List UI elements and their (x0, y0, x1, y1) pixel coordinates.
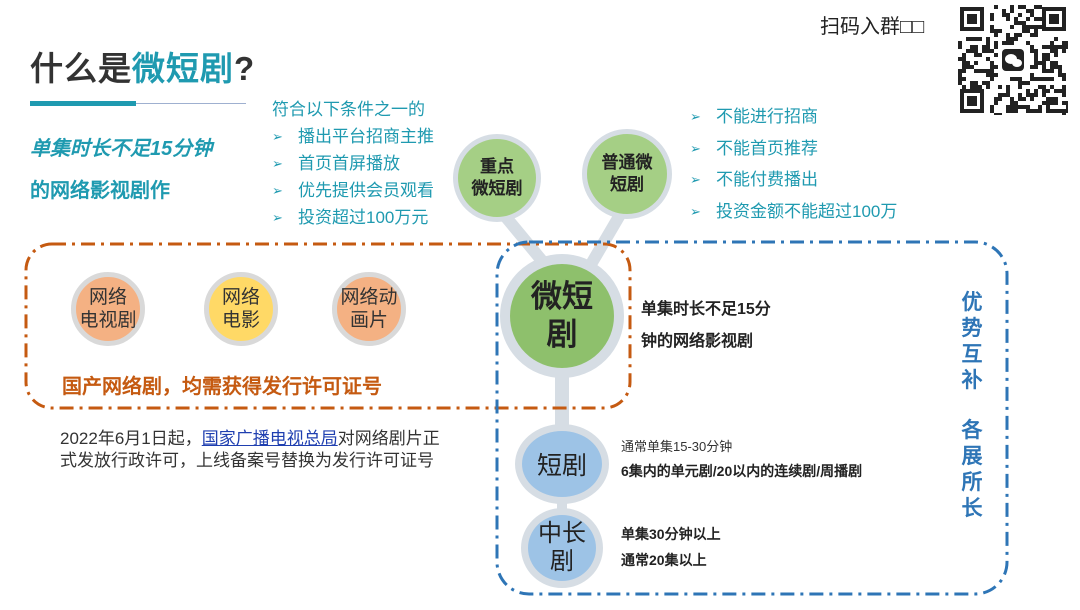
list-item-text: 投资超过100万元 (298, 208, 429, 227)
main-description-line: 单集时长不足15分 (641, 301, 771, 318)
bubble-normal-microdrama: 普通微短剧 (582, 129, 672, 219)
list-item-text: 首页首屏播放 (298, 154, 400, 173)
dashed-box-network (24, 242, 632, 410)
list-item: ➢ 优先提供会员观看 (272, 177, 434, 204)
title-prefix: 什么是 (30, 50, 132, 87)
main-description: 单集时长不足15分 钟的网络影视剧 (641, 294, 771, 358)
mid-description-line: 单集30分钟以上 (621, 526, 721, 542)
title-underline-thin (136, 103, 246, 104)
bubble-mid-long-drama: 中长剧 (521, 508, 603, 588)
list-item: ➢ 不能付费播出 (690, 164, 897, 196)
list-item: ➢ 播出平台招商主推 (272, 123, 434, 150)
title-underline-thick (30, 101, 136, 106)
bubble-short-drama: 短剧 (515, 424, 609, 504)
arrow-right-icon: ➢ (690, 109, 701, 124)
circle-network-animation: 网络动画片 (332, 272, 406, 346)
policy-note: 2022年6月1日起，国家广播电视总局对网络剧片正 式发放行政许可，上线备案号替… (60, 429, 440, 470)
circle-network-movie: 网络电影 (204, 272, 278, 346)
bubble-label: 短剧 (536, 452, 587, 480)
short-description-line-2: 6集内的单元剧/20以内的连续剧/周播剧 (621, 463, 863, 479)
arrow-right-icon: ➢ (690, 172, 701, 187)
key-conditions-header: 符合以下条件之一的 (272, 100, 425, 119)
license-note: 国产网络剧，均需获得发行许可证号 (62, 376, 382, 398)
arrow-right-icon: ➢ (272, 183, 283, 198)
qr-caption-glyphs: □□ (900, 16, 925, 38)
page-title: 什么是微短剧? (30, 42, 255, 90)
key-conditions: 符合以下条件之一的 ➢ 播出平台招商主推 ➢ 首页首屏播放 ➢ 优先提供会员观看 ➢ 投… (272, 96, 434, 231)
list-item-text: 不能进行招商 (716, 107, 818, 126)
short-description-line-1: 通常单集15-30分钟 (621, 439, 733, 454)
bubble-label: 微短剧 (531, 279, 593, 352)
nrta-link[interactable]: 国家广播电视总局 (201, 429, 338, 448)
bubble-label: 普通微短剧 (601, 153, 653, 194)
circle-label: 网络电视剧 (79, 287, 137, 331)
dashed-box-microdrama (495, 240, 1009, 596)
side-label-own-strengths: 各展所长 (961, 419, 983, 520)
mid-description: 单集30分钟以上 通常20集以上 (621, 521, 721, 573)
circle-network-tv-drama: 网络电视剧 (71, 272, 145, 346)
mid-description-line: 通常20集以上 (621, 552, 707, 568)
qr-caption: 扫码入群□□ (820, 10, 924, 39)
qr-code[interactable] (958, 5, 1068, 115)
arrow-right-icon: ➢ (272, 210, 283, 225)
definition-line-2: 的网络影视剧作 (30, 180, 170, 202)
wechat-icon (1000, 47, 1026, 73)
title-suffix: ? (234, 50, 256, 87)
bubble-key-microdrama: 重点微短剧 (453, 134, 541, 222)
list-item: ➢ 投资金额不能超过100万 (690, 196, 897, 228)
circle-label: 网络电影 (221, 287, 260, 331)
list-item: ➢ 首页首屏播放 (272, 150, 434, 177)
side-label-complementary: 优势互补 (961, 291, 983, 392)
normal-conditions: ➢ 不能进行招商 ➢ 不能首页推荐 ➢ 不能付费播出 ➢ 投资金额不能超过100万 (690, 101, 897, 227)
list-item: ➢ 投资超过100万元 (272, 204, 434, 231)
bubble-label: 中长剧 (538, 520, 586, 575)
definition-line-1: 单集时长不足15分钟 (30, 138, 213, 160)
list-item: ➢ 不能首页推荐 (690, 133, 897, 165)
bubble-main-microdrama: 微短剧 (500, 254, 624, 378)
arrow-right-icon: ➢ (272, 156, 283, 171)
bubble-label: 重点微短剧 (471, 157, 523, 198)
arrow-right-icon: ➢ (690, 140, 701, 156)
arrow-right-icon: ➢ (690, 203, 701, 219)
list-item-text: 播出平台招商主推 (298, 127, 434, 146)
circle-label: 网络动画片 (340, 287, 398, 331)
arrow-right-icon: ➢ (272, 129, 283, 144)
qr-caption-text: 扫码入群 (820, 16, 900, 38)
list-item-text: 不能首页推荐 (716, 138, 818, 158)
list-item-text: 优先提供会员观看 (298, 181, 434, 200)
list-item-text: 不能付费播出 (716, 170, 818, 189)
title-accent: 微短剧 (132, 50, 234, 87)
main-description-line: 钟的网络影视剧 (641, 333, 754, 350)
list-item-text: 投资金额不能超过100万 (716, 201, 898, 221)
list-item: ➢ 不能进行招商 (690, 101, 897, 133)
